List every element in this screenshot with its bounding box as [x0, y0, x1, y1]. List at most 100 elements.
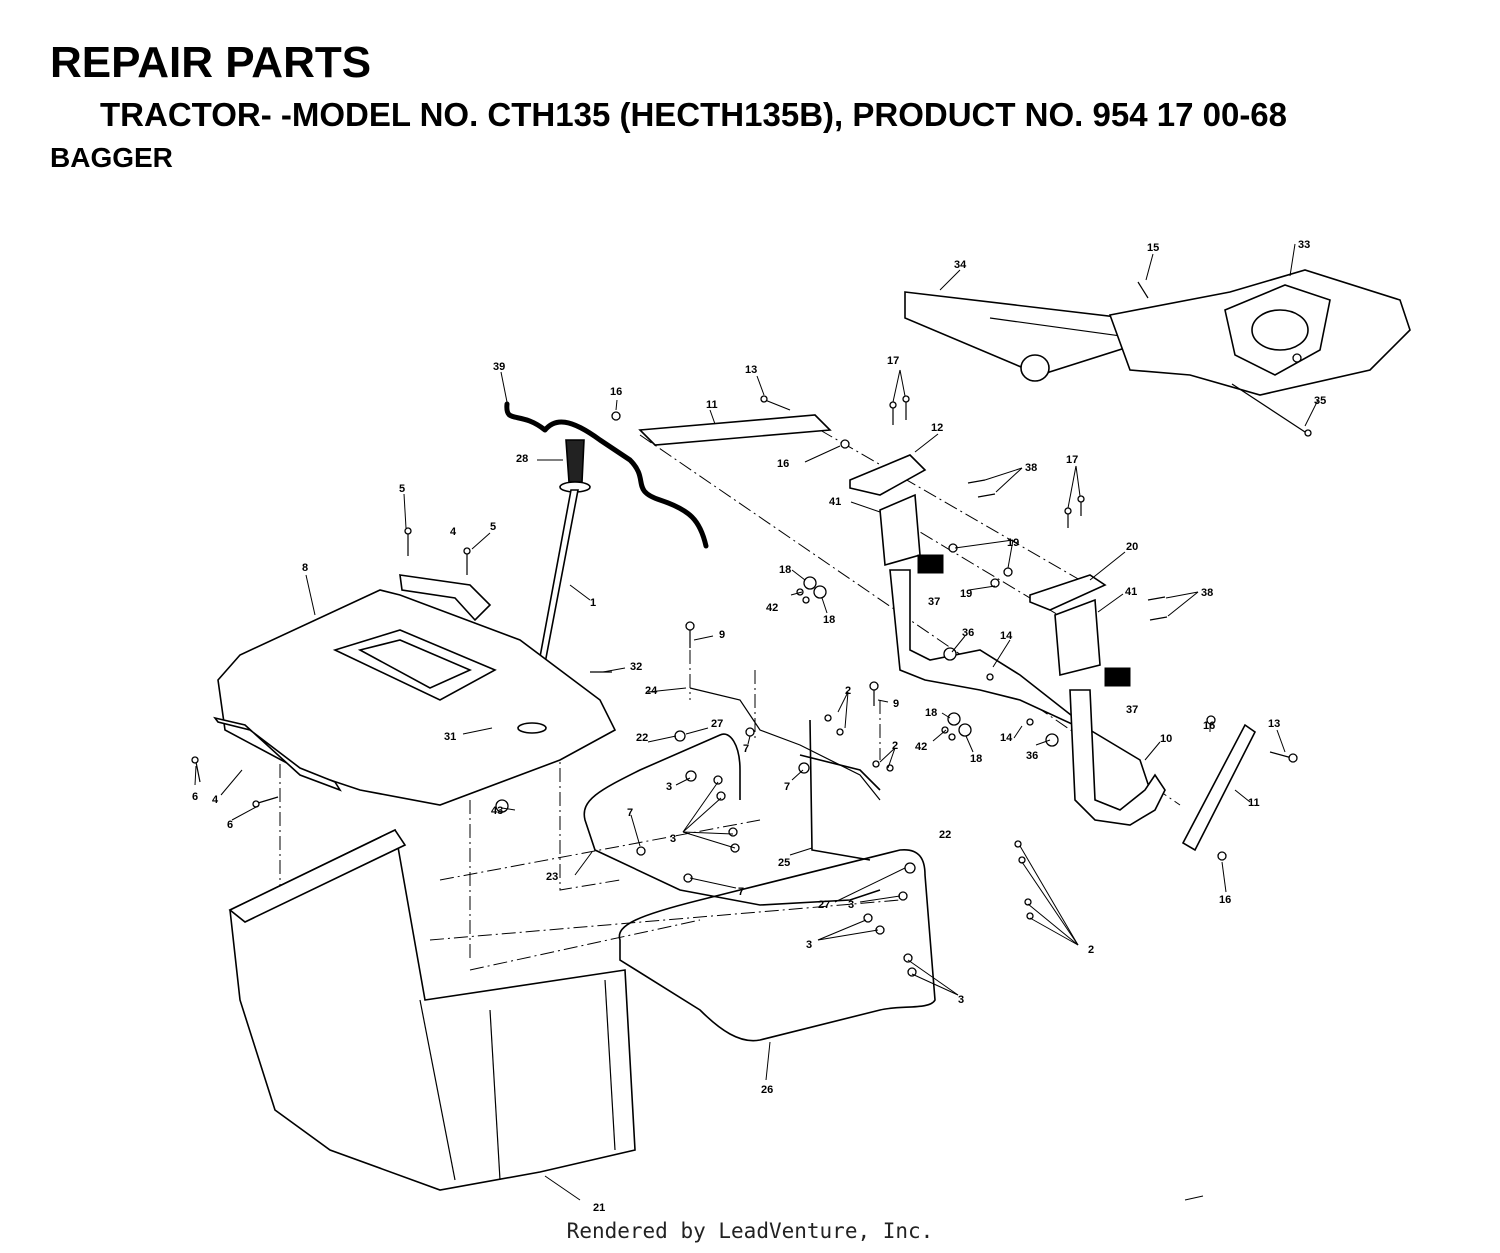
callout-28: 28 — [516, 453, 528, 465]
callout-27: 27 — [818, 899, 830, 911]
part-33-chute-adapter — [1108, 269, 1411, 396]
part-8-cover — [217, 589, 617, 806]
callout-18: 18 — [970, 753, 982, 765]
callout-19: 19 — [960, 588, 972, 600]
model-subtitle: TRACTOR- -MODEL NO. CTH135 (HECTH135B), … — [100, 96, 1288, 133]
part-12-clip — [849, 454, 927, 496]
part-23-frame — [583, 733, 881, 906]
callout-4: 4 — [212, 794, 219, 806]
callout-33: 33 — [1298, 239, 1310, 251]
callout-3: 3 — [848, 899, 854, 911]
callout-11: 11 — [706, 399, 718, 411]
callout-3: 3 — [670, 833, 676, 845]
part-41-lower-bracket — [1054, 598, 1101, 677]
callout-27: 27 — [711, 718, 723, 730]
footer-credit: Rendered by LeadVenture, Inc. — [566, 1219, 934, 1243]
callout-18: 18 — [779, 564, 791, 576]
callout-2: 2 — [845, 685, 851, 697]
callout-37: 37 — [1126, 704, 1138, 716]
part-37-lower-block — [1104, 667, 1131, 687]
callout-7: 7 — [743, 743, 749, 755]
callout-13: 13 — [745, 364, 757, 376]
callout-3: 3 — [666, 781, 672, 793]
callout-16: 16 — [1219, 894, 1231, 906]
part-25-frame — [799, 719, 881, 861]
callout-6: 6 — [192, 791, 198, 803]
leader-lines — [194, 243, 1319, 1201]
callout-16: 16 — [777, 458, 789, 470]
callout-2: 2 — [892, 740, 898, 752]
callout-labels: 1 2 2 2 3 3 3 3 3 4 4 5 5 6 6 7 7 7 7 8 … — [192, 239, 1326, 1214]
part-28-grip — [559, 439, 591, 493]
callout-20: 20 — [1126, 541, 1138, 553]
callout-11: 11 — [1248, 797, 1260, 809]
callout-41: 41 — [1125, 586, 1137, 598]
callout-37: 37 — [928, 596, 940, 608]
callout-24: 24 — [645, 685, 658, 697]
callout-4: 4 — [450, 526, 457, 538]
callout-7: 7 — [738, 886, 744, 898]
callout-31: 31 — [444, 731, 456, 743]
callout-5: 5 — [490, 521, 496, 533]
callout-38: 38 — [1025, 462, 1037, 474]
callout-42: 42 — [766, 602, 778, 614]
callout-17: 17 — [1066, 454, 1078, 466]
callout-19: 19 — [1007, 537, 1019, 549]
callout-12: 12 — [931, 422, 943, 434]
callout-13: 13 — [1268, 718, 1280, 730]
callout-16: 16 — [1203, 720, 1215, 732]
part-26-frame — [618, 849, 936, 1042]
callout-6: 6 — [227, 819, 233, 831]
alignment-lines — [279, 429, 1181, 971]
part-4-front-handle — [213, 716, 342, 792]
part-11-upper-bracket — [638, 414, 832, 446]
callout-9: 9 — [719, 629, 725, 641]
callout-38: 38 — [1201, 587, 1213, 599]
callout-17: 17 — [887, 355, 899, 367]
callout-25: 25 — [778, 857, 790, 869]
callout-23: 23 — [546, 871, 558, 883]
callout-14: 14 — [1000, 732, 1013, 744]
callout-3: 3 — [958, 994, 964, 1006]
part-34-tube — [904, 291, 1151, 382]
part-20-clip — [1029, 574, 1107, 611]
callout-36: 36 — [1026, 750, 1038, 762]
section-title: BAGGER — [50, 142, 173, 173]
part-39-handle-rod — [504, 401, 709, 549]
part-24-rod — [689, 687, 881, 801]
part-15-pin — [1137, 281, 1149, 299]
callout-3: 3 — [806, 939, 812, 951]
callout-7: 7 — [627, 807, 633, 819]
part-37-upper-block — [917, 554, 944, 574]
callout-21: 21 — [593, 1202, 605, 1214]
callout-5: 5 — [399, 483, 405, 495]
callout-14: 14 — [1000, 630, 1013, 642]
callout-32: 32 — [630, 661, 642, 673]
callout-36: 36 — [962, 627, 974, 639]
part-35-rod — [1231, 383, 1306, 433]
callout-1: 1 — [590, 597, 596, 609]
callout-22: 22 — [636, 732, 648, 744]
callout-34: 34 — [954, 259, 967, 271]
callout-16: 16 — [610, 386, 622, 398]
part-4-upper-handle — [399, 574, 492, 622]
callout-10: 10 — [1160, 733, 1172, 745]
callout-7: 7 — [784, 781, 790, 793]
callout-39: 39 — [493, 361, 505, 373]
callout-18: 18 — [823, 614, 835, 626]
callout-35: 35 — [1314, 395, 1326, 407]
callout-41: 41 — [829, 496, 841, 508]
callout-22: 22 — [939, 829, 951, 841]
part-10-arm — [889, 569, 1166, 826]
part-41-upper-bracket — [879, 493, 921, 567]
callout-9: 9 — [893, 698, 899, 710]
callout-18: 18 — [925, 707, 937, 719]
callout-43: 43 — [491, 805, 503, 817]
callout-42: 42 — [915, 741, 927, 753]
callout-15: 15 — [1147, 242, 1159, 254]
part-11-right-bracket — [1181, 723, 1257, 852]
callout-8: 8 — [302, 562, 308, 574]
callout-2: 2 — [1088, 944, 1094, 956]
page-title: REPAIR PARTS — [50, 38, 372, 87]
